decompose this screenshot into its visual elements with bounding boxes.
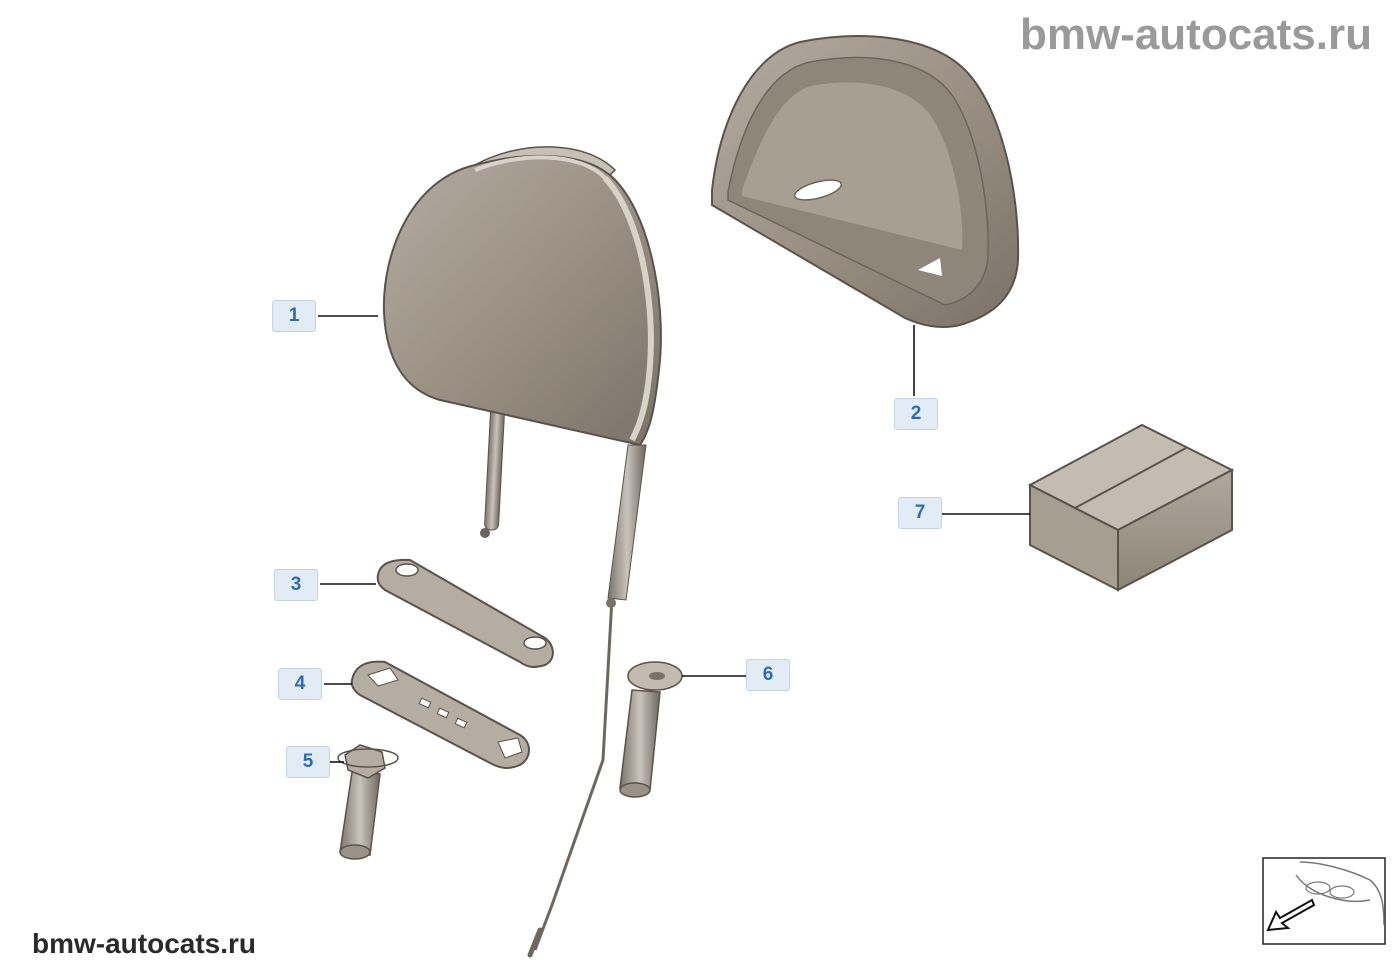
headrest-part (382, 146, 662, 958)
leader-lines (318, 315, 1030, 763)
vehicle-position-arrow-icon (1262, 857, 1386, 945)
callout-5[interactable]: 5 (286, 746, 330, 778)
callout-3[interactable]: 3 (274, 569, 318, 601)
callout-6[interactable]: 6 (746, 659, 790, 691)
callout-1[interactable]: 1 (272, 300, 316, 332)
watermark-top: bmw-autocats.ru (1019, 10, 1372, 59)
headrest-cover-part (711, 35, 1020, 328)
mounting-frame-part (350, 660, 530, 769)
watermark-bottom: bmw-autocats.ru (32, 928, 257, 959)
support-plate-part (376, 558, 554, 668)
callout-2[interactable]: 2 (894, 398, 938, 430)
callout-4[interactable]: 4 (278, 668, 322, 700)
callout-7[interactable]: 7 (898, 497, 942, 529)
guide-sleeve-cap-part (619, 661, 683, 798)
parts-box-part (1027, 423, 1235, 592)
guide-sleeve-part (337, 744, 399, 860)
